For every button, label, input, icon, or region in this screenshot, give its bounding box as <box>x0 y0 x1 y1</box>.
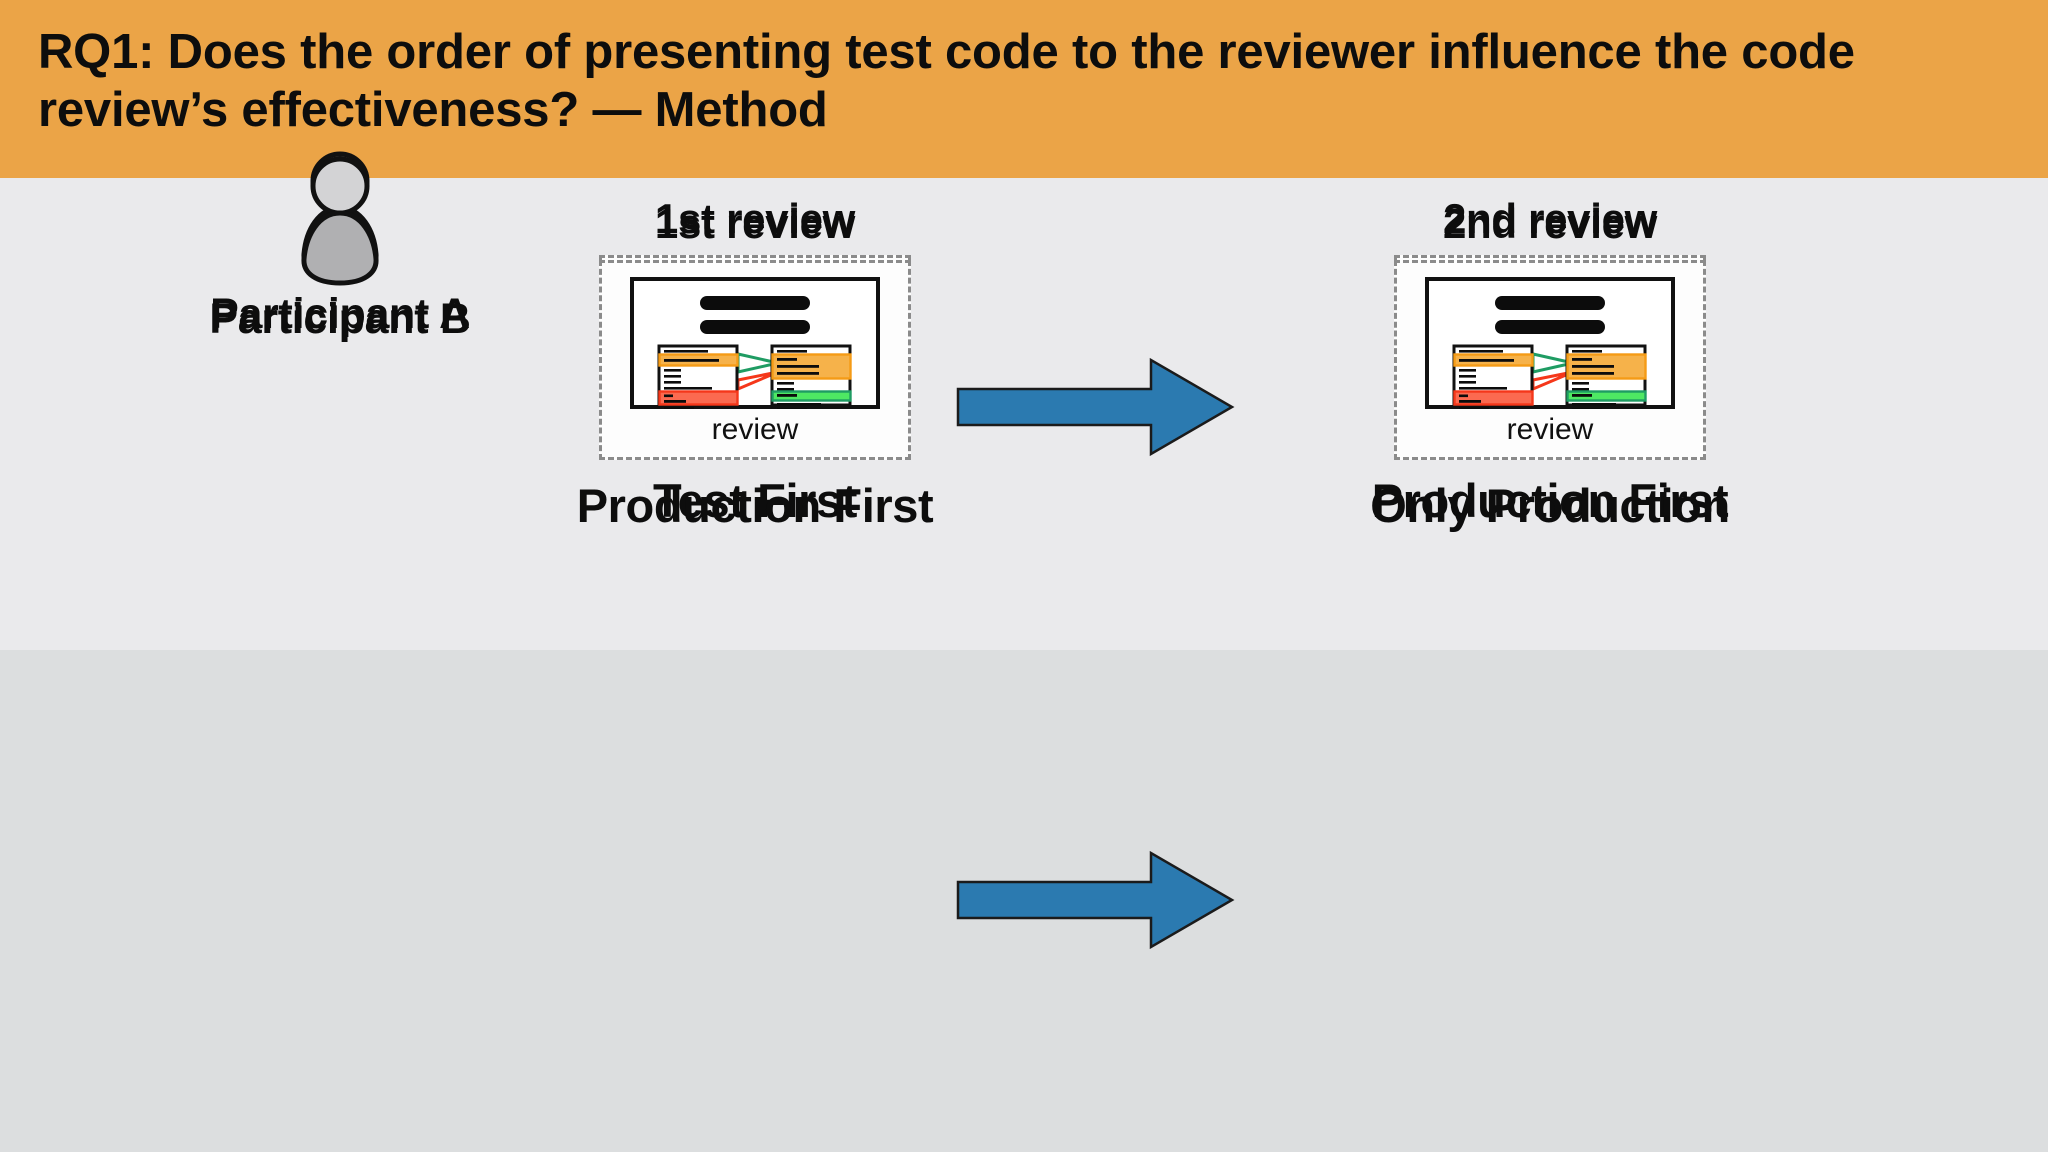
right-arrow-icon <box>955 355 1235 464</box>
stage-heading: 2nd review <box>1442 200 1658 247</box>
stage-b-second-review: 2nd review <box>1340 200 1760 533</box>
stage-footer-label: Production First <box>1371 474 1729 527</box>
stage-caption: review <box>1506 413 1594 446</box>
stage-heading: 1st review <box>654 195 856 242</box>
stage-footer-label: Test First <box>652 474 858 527</box>
review-artifact-box[interactable]: review <box>599 260 911 460</box>
stage-caption: review <box>711 413 799 446</box>
stage-footer-label: Only Production <box>1370 479 1730 532</box>
right-arrow-icon <box>955 848 1235 957</box>
stage-heading: 1st review <box>654 200 856 247</box>
page-title: RQ1: Does the order of presenting test c… <box>38 25 1869 137</box>
stage-b-first-review: 1st review <box>545 200 965 533</box>
review-artifact-box[interactable]: review <box>1394 260 1706 460</box>
participant-b-group: Participant B <box>160 155 520 344</box>
stage-footer-label: Production First <box>576 479 934 532</box>
code-review-diff-icon <box>630 277 880 414</box>
slide-header: RQ1: Does the order of presenting test c… <box>0 0 2048 178</box>
participant-b-label: Participant B <box>209 295 471 343</box>
code-review-diff-icon <box>1425 277 1675 414</box>
stage-heading: 2nd review <box>1442 195 1658 242</box>
participant-a-label: Participant A <box>210 290 470 338</box>
person-icon <box>301 156 379 286</box>
